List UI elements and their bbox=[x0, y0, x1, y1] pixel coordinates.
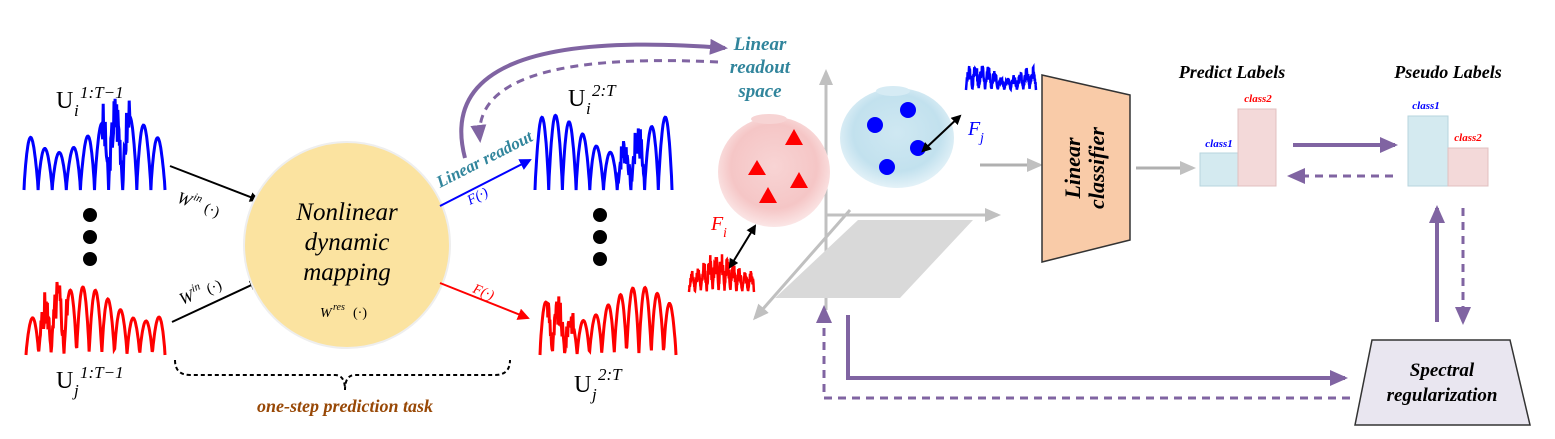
fj-label: F j bbox=[967, 118, 984, 146]
svg-text:Spectral: Spectral bbox=[1410, 360, 1475, 381]
f-label-blue: F(·) bbox=[464, 185, 491, 209]
svg-text:U: U bbox=[574, 372, 591, 398]
readout-arrow-blue bbox=[439, 159, 532, 207]
feature-signal-fj bbox=[964, 62, 1038, 93]
svg-text:classifier: classifier bbox=[1084, 127, 1109, 209]
svg-text:j: j bbox=[590, 385, 597, 404]
arrow-spectral-back bbox=[816, 305, 1350, 400]
svg-text:1:T−1: 1:T−1 bbox=[80, 363, 124, 382]
win-arrow-bottom bbox=[171, 280, 260, 323]
purple-curve-solid bbox=[459, 38, 728, 159]
svg-text:W: W bbox=[320, 306, 333, 321]
svg-text:2:T: 2:T bbox=[592, 81, 617, 100]
output-signal-uj bbox=[538, 285, 678, 356]
triangle-marker bbox=[748, 160, 766, 175]
svg-text:regularization: regularization bbox=[1387, 385, 1498, 406]
win-label-top: W in (·) bbox=[175, 188, 222, 221]
purple-curve-dashed bbox=[470, 59, 719, 143]
input-signal-uj bbox=[24, 281, 167, 356]
output-signal-ui bbox=[533, 113, 674, 191]
svg-text:(·): (·) bbox=[204, 277, 224, 297]
readout-arrow-red bbox=[439, 282, 530, 320]
output-ui-label: U i 2:T bbox=[568, 81, 617, 118]
svg-text:class1: class1 bbox=[1205, 138, 1233, 150]
svg-text:class1: class1 bbox=[1412, 100, 1440, 112]
predict-labels-title: Predict Labels bbox=[1178, 62, 1285, 82]
task-label: one-step prediction task bbox=[257, 396, 433, 416]
predict-labels-chart: class1 class2 bbox=[1199, 93, 1277, 187]
svg-text:Linear: Linear bbox=[733, 34, 787, 55]
svg-text:i: i bbox=[723, 226, 727, 241]
spectral-regularization: Spectral regularization bbox=[1354, 339, 1531, 426]
ellipsis-dots-right bbox=[593, 208, 607, 266]
input-uj-label: U j 1:T−1 bbox=[56, 363, 124, 400]
pseudo-labels-chart: class1 class2 bbox=[1407, 100, 1489, 187]
axis-diagonal bbox=[753, 209, 852, 321]
svg-text:j: j bbox=[978, 131, 984, 146]
fi-label: F i bbox=[710, 213, 727, 241]
svg-text:i: i bbox=[586, 99, 591, 118]
svg-text:U: U bbox=[568, 86, 585, 112]
svg-text:mapping: mapping bbox=[303, 259, 391, 286]
circle-marker bbox=[910, 140, 926, 156]
output-uj-label: U j 2:T bbox=[574, 365, 623, 404]
win-arrow-top bbox=[169, 165, 260, 202]
ellipsis-dots-left bbox=[83, 208, 97, 266]
triangle-marker bbox=[785, 129, 803, 145]
nonlinear-dynamic-mapping-node: Nonlinear dynamic mapping W res (·) bbox=[243, 141, 451, 349]
arrow-to-spectral bbox=[846, 315, 1348, 386]
svg-text:dynamic: dynamic bbox=[305, 229, 390, 256]
svg-text:Nonlinear: Nonlinear bbox=[295, 199, 398, 226]
f-label-red: F(·) bbox=[470, 281, 497, 303]
svg-text:j: j bbox=[72, 381, 79, 400]
svg-text:class2: class2 bbox=[1244, 93, 1272, 105]
fi-double-arrow bbox=[728, 224, 757, 269]
task-brace bbox=[174, 359, 511, 391]
svg-text:U: U bbox=[56, 368, 73, 394]
linear-classifier: Linear classifier bbox=[1041, 74, 1131, 263]
circle-marker bbox=[879, 159, 895, 175]
fj-double-arrow bbox=[921, 114, 962, 153]
circle-marker bbox=[900, 102, 916, 118]
svg-text:(·): (·) bbox=[202, 201, 222, 221]
cluster-red bbox=[718, 114, 830, 227]
svg-text:res: res bbox=[333, 302, 345, 313]
svg-text:readout: readout bbox=[730, 57, 791, 78]
feature-signal-fi bbox=[687, 254, 756, 294]
cluster-blue bbox=[840, 86, 954, 188]
svg-text:space: space bbox=[737, 81, 782, 102]
svg-text:i: i bbox=[74, 101, 79, 120]
circle-marker bbox=[867, 117, 883, 133]
input-ui-label: U i 1:T−1 bbox=[56, 83, 124, 120]
win-label-bottom: W in (·) bbox=[176, 277, 224, 308]
svg-text:(·): (·) bbox=[353, 306, 367, 321]
svg-text:F: F bbox=[710, 213, 724, 235]
svg-text:class2: class2 bbox=[1454, 132, 1482, 144]
linear-readout-space-label: Linear readout space bbox=[730, 34, 791, 102]
feature-plane bbox=[775, 220, 973, 298]
input-signal-ui bbox=[22, 98, 167, 191]
triangle-marker bbox=[759, 187, 777, 203]
pseudo-labels-title: Pseudo Labels bbox=[1393, 62, 1502, 82]
svg-text:Linear: Linear bbox=[1060, 137, 1085, 200]
svg-text:2:T: 2:T bbox=[598, 365, 623, 384]
triangle-marker bbox=[790, 172, 808, 188]
svg-text:F: F bbox=[967, 118, 981, 140]
svg-text:1:T−1: 1:T−1 bbox=[80, 83, 124, 102]
svg-text:U: U bbox=[56, 88, 73, 114]
